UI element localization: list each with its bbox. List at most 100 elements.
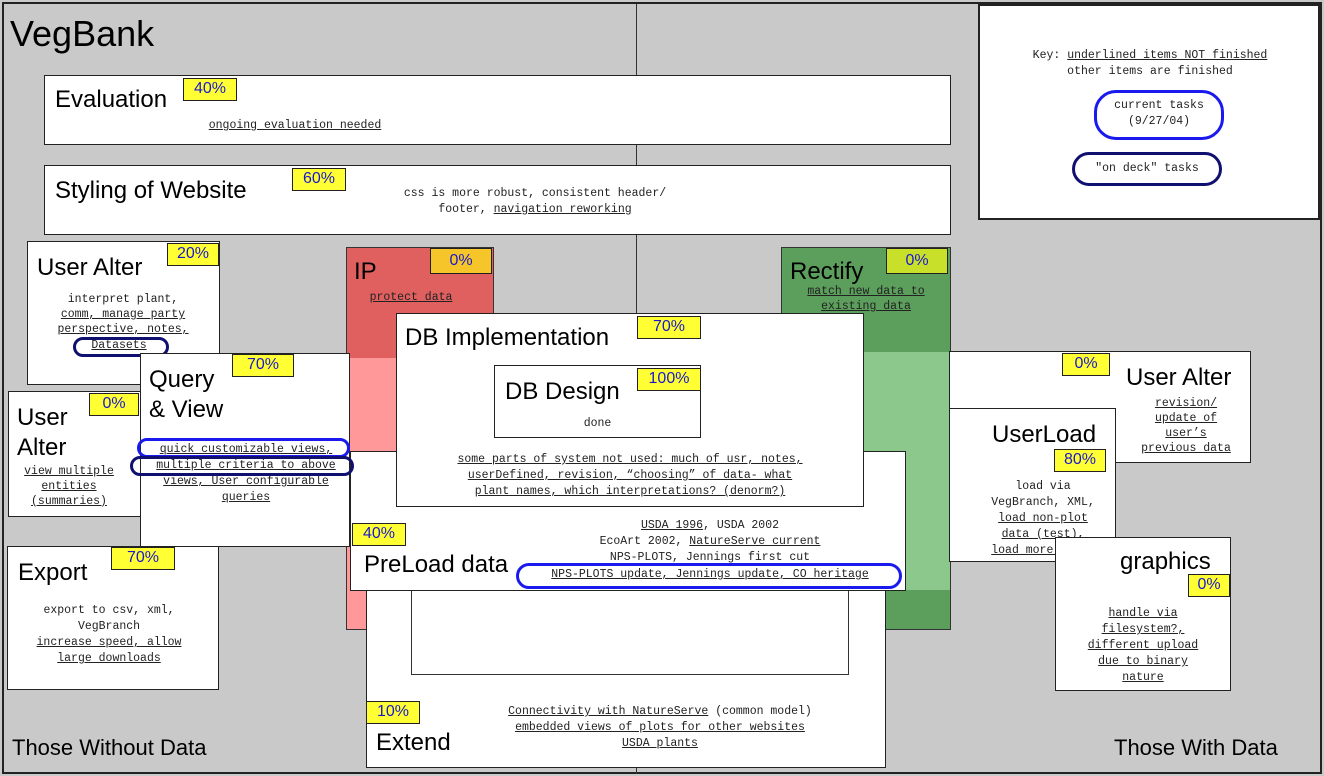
key-box: Key: underlined items NOT finished other… (978, 4, 1320, 220)
user-alter-right-line-2: update of (1154, 412, 1218, 425)
db-impl-title: DB Implementation (405, 324, 610, 351)
key-label: Key: (1032, 49, 1061, 62)
ip-title: IP (354, 258, 377, 285)
styling-title: Styling of Website (55, 177, 247, 204)
styling-line-1: css is more robust, consistent header/ (403, 187, 667, 200)
db-design-title: DB Design (505, 378, 620, 405)
preload-line-4: NPS-PLOTS update, Jennings update, CO he… (551, 568, 869, 581)
preload-line-1: USDA 1996, USDA 2002 (640, 519, 780, 532)
rectify-line-1: match new data to (807, 285, 925, 298)
userload-line-3: load non-plot (998, 512, 1088, 525)
query-view-box: Query & View 70% quick customizable view… (140, 353, 350, 547)
query-view-line-1: quick customizable views, (159, 443, 333, 456)
evaluation-title: Evaluation (55, 86, 168, 113)
export-box: Export 70% export to csv, xml, VegBranch… (7, 546, 219, 690)
query-view-title-2: & View (149, 396, 224, 423)
user-alter-top-line-1: interpret plant, (67, 293, 179, 306)
ip-progress: 0% (430, 248, 492, 274)
user-alter-right-line-4: previous data (1141, 442, 1231, 455)
user-alter-left-title-1: User (17, 404, 68, 431)
rectify-line-2: existing data (821, 300, 911, 313)
user-alter-left-line-3: (summaries) (31, 495, 107, 508)
graphics-line-1: handle via (1108, 607, 1178, 620)
extend-line-1: Connectivity with NatureServe (common mo… (508, 705, 812, 718)
region-label-left: Those Without Data (12, 735, 207, 760)
user-alter-left-progress: 0% (89, 393, 139, 416)
key-current-2: (9/27/04) (1127, 115, 1191, 128)
query-view-line-4: queries (221, 491, 271, 504)
query-on-deck-pill (130, 456, 354, 476)
export-line-2: VegBranch (77, 620, 141, 633)
userload-line-1: load via (1015, 480, 1071, 493)
key-underlined: underlined items NOT finished (1067, 49, 1268, 62)
extend-progress: 10% (366, 701, 420, 724)
graphics-line-4: due to binary (1098, 655, 1188, 668)
preload-line-2: EcoArt 2002, NatureServe current (599, 535, 821, 548)
export-title: Export (18, 559, 88, 586)
extend-connector-1 (411, 585, 849, 675)
graphics-box: graphics 0% handle via filesystem?, diff… (1055, 537, 1231, 691)
evaluation-text: ongoing evaluation needed (208, 119, 382, 132)
user-alter-top-title: User Alter (37, 254, 143, 281)
userload-progress: 80% (1054, 449, 1106, 472)
user-alter-left-title-2: Alter (17, 434, 67, 461)
user-alter-right-title: User Alter (1126, 364, 1232, 391)
graphics-line-3: different upload (1087, 639, 1199, 652)
preload-title: PreLoad data (364, 551, 509, 578)
datasets-on-deck-pill (73, 337, 169, 357)
styling-box: Styling of Website 60% css is more robus… (44, 165, 951, 235)
db-impl-line-2: userDefined, revision, “choosing” of dat… (467, 469, 793, 482)
db-impl-progress: 70% (637, 316, 701, 339)
preload-progress: 40% (352, 523, 406, 546)
user-alter-top-line-4: Datasets (91, 339, 147, 352)
query-view-title-1: Query (149, 366, 215, 393)
export-progress: 70% (111, 547, 175, 570)
extend-title: Extend (376, 729, 451, 756)
extend-line-2: embedded views of plots for other websit… (515, 721, 805, 734)
styling-progress: 60% (292, 168, 346, 191)
region-label-right: Those With Data (1114, 735, 1278, 760)
user-alter-right-progress: 0% (1062, 353, 1110, 376)
rectify-progress: 0% (886, 248, 948, 274)
user-alter-right-line-1: revision/ (1154, 397, 1218, 410)
graphics-progress: 0% (1188, 574, 1230, 597)
evaluation-progress: 40% (183, 78, 237, 101)
extend-box (366, 585, 886, 768)
preload-current-pill (516, 563, 902, 589)
user-alter-right-line-3: user’s (1165, 427, 1207, 440)
userload-line-2: VegBranch, XML, (991, 496, 1095, 509)
user-alter-top-line-3: perspective, notes, (57, 323, 189, 336)
graphics-title: graphics (1120, 548, 1211, 575)
key-current-1: current tasks (1114, 99, 1204, 112)
app-title: VegBank (10, 13, 155, 54)
preload-line-3: NPS-PLOTS, Jennings first cut (609, 551, 811, 564)
export-line-4: large downloads (57, 652, 161, 665)
db-impl-line-3: plant names, which interpretations? (den… (474, 485, 786, 498)
key-on-deck-pill (1072, 152, 1222, 186)
user-alter-left-box: User Alter 0% view multiple entities (su… (8, 391, 142, 517)
key-finished: other items are finished (1067, 65, 1233, 78)
graphics-line-5: nature (1122, 671, 1164, 684)
query-view-line-2: multiple criteria to above (156, 459, 336, 472)
evaluation-box: Evaluation 40% ongoing evaluation needed (44, 75, 951, 145)
db-design-text: done (583, 417, 612, 430)
ip-text: protect data (369, 291, 453, 304)
db-design-box: DB Design 100% done (494, 365, 701, 438)
styling-line-2: footer, navigation reworking (438, 203, 632, 216)
extend-line-3: USDA plants (622, 737, 698, 750)
query-view-line-3: views, User configurable (163, 475, 329, 488)
rectify-title: Rectify (790, 258, 864, 285)
userload-title: UserLoad (992, 421, 1097, 448)
user-alter-top-progress: 20% (167, 243, 219, 266)
user-alter-left-line-1: view multiple (24, 465, 114, 478)
user-alter-left-line-2: entities (41, 480, 97, 493)
export-line-3: increase speed, allow (36, 636, 182, 649)
db-impl-line-1: some parts of system not used: much of u… (457, 453, 803, 466)
key-current-pill (1094, 90, 1224, 140)
key-on-deck: "on deck" tasks (1095, 162, 1199, 175)
export-line-1: export to csv, xml, (43, 604, 175, 617)
key-line-1: Key: underlined items NOT finished (980, 48, 1320, 64)
graphics-line-2: filesystem?, (1101, 623, 1185, 636)
